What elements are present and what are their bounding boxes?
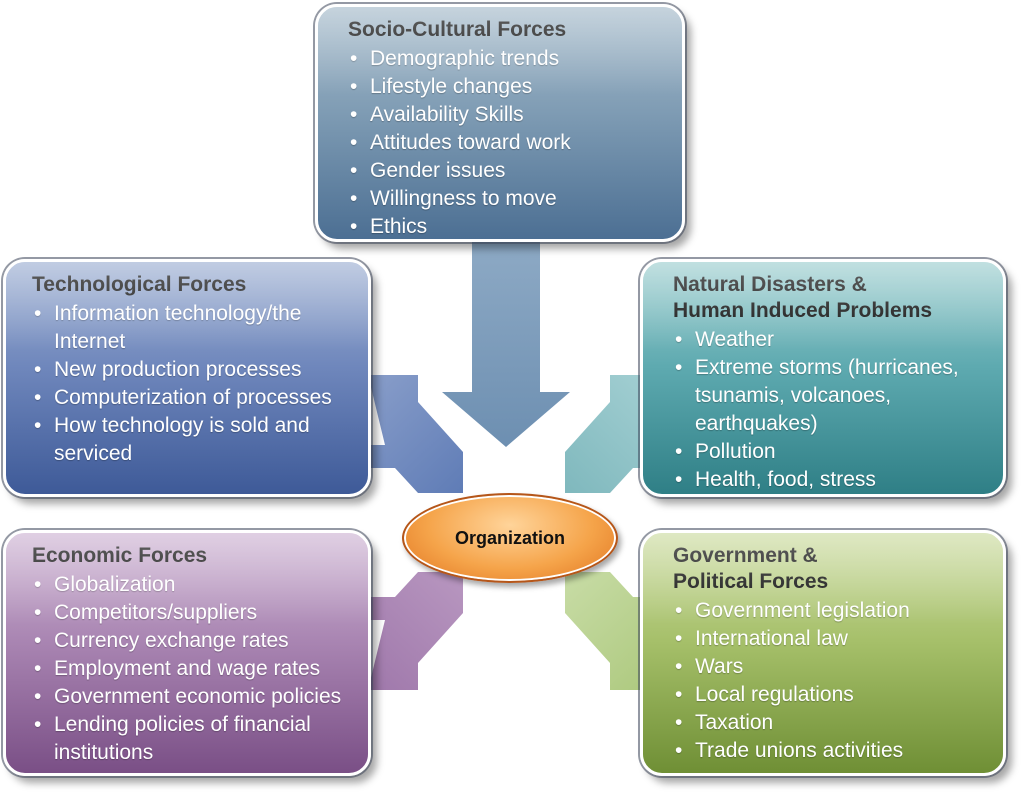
list-item: Lifestyle changes (348, 73, 668, 101)
natural-disasters-list: Weather Extreme storms (hurricanes, tsun… (673, 326, 989, 494)
natural-disasters-box: Natural Disasters & Human Induced Proble… (640, 259, 1006, 497)
list-item: Ethics (348, 213, 668, 239)
organization-ellipse: Organization (402, 493, 618, 583)
list-item: Government legislation (673, 597, 989, 625)
socio-cultural-list: Demographic trends Lifestyle changes Ava… (348, 45, 668, 239)
list-item: Government economic policies (32, 683, 354, 711)
list-item: Gender issues (348, 157, 668, 185)
list-item: New production processes (32, 356, 354, 384)
list-item: How technology is sold and serviced (32, 412, 354, 468)
technological-forces-box: Technological Forces Information technol… (3, 259, 371, 497)
list-item: Attitudes toward work (348, 129, 668, 157)
title-line: Government & (673, 544, 818, 567)
list-item: Extreme storms (hurricanes, tsunamis, vo… (673, 354, 989, 438)
list-item: International law (673, 625, 989, 653)
list-item: Wars (673, 653, 989, 681)
government-political-title: Government & Political Forces (673, 543, 989, 595)
list-item: Globalization (32, 571, 354, 599)
socio-cultural-forces-box: Socio-Cultural Forces Demographic trends… (315, 4, 685, 242)
list-item: Pollution (673, 438, 989, 466)
list-item: Local regulations (673, 681, 989, 709)
technological-list: Information technology/the Internet New … (32, 300, 354, 468)
title-line: Political Forces (673, 570, 829, 593)
list-item: Demographic trends (348, 45, 668, 73)
technological-title: Technological Forces (32, 273, 247, 296)
list-item: Competitors/suppliers (32, 599, 354, 627)
government-political-forces-box: Government & Political Forces Government… (640, 530, 1006, 776)
economic-forces-box: Economic Forces Globalization Competitor… (3, 530, 371, 776)
title-line: Human Induced Problems (673, 299, 933, 322)
natural-disasters-title: Natural Disasters & Human Induced Proble… (673, 272, 989, 324)
list-item: Health, food, stress (673, 466, 989, 494)
economic-title: Economic Forces (32, 544, 208, 567)
socio-cultural-title: Socio-Cultural Forces (348, 18, 567, 41)
list-item: Computerization of processes (32, 384, 354, 412)
list-item: Information technology/the Internet (32, 300, 354, 356)
government-political-list: Government legislation International law… (673, 597, 989, 765)
list-item: Weather (673, 326, 989, 354)
title-line: Natural Disasters & (673, 273, 867, 296)
list-item: Employment and wage rates (32, 655, 354, 683)
list-item: Willingness to move (348, 185, 668, 213)
list-item: Trade unions activities (673, 737, 989, 765)
list-item: Lending policies of financial institutio… (32, 711, 354, 767)
list-item: Taxation (673, 709, 989, 737)
organization-label: Organization (454, 527, 565, 548)
economic-list: Globalization Competitors/suppliers Curr… (32, 571, 354, 767)
list-item: Availability Skills (348, 101, 668, 129)
arrow-socio (442, 230, 570, 447)
list-item: Currency exchange rates (32, 627, 354, 655)
